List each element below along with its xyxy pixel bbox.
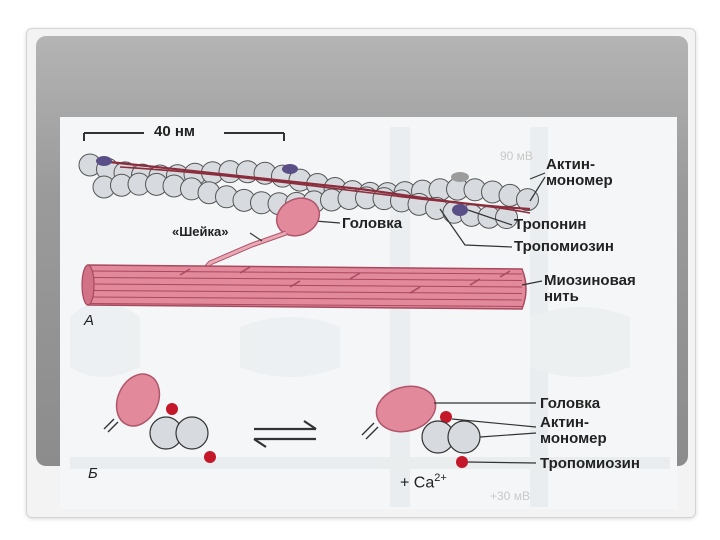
panel-label-b: Б [88, 465, 98, 482]
calcium-label: + Ca2+ [400, 470, 447, 491]
myosin-head-stub [289, 280, 301, 288]
panel-label-a: А [84, 312, 95, 329]
calcium-text: + Ca [400, 474, 435, 492]
calcium-charge: 2+ [434, 472, 447, 484]
myosin-striation [89, 303, 523, 307]
troponin-marker-2 [282, 164, 298, 174]
label-myosin-line2: нить [544, 288, 579, 305]
myosin-striation [89, 270, 523, 275]
label-troponin: Тропонин [514, 216, 587, 233]
equilibrium-arrows [253, 420, 317, 448]
myosin-head-stub [179, 268, 191, 276]
bottom-label-actin-line2: мономер [540, 430, 607, 447]
bottom-label-head: Головка [540, 395, 601, 412]
label-neck: «Шейка» [172, 224, 229, 239]
label-head: Головка [342, 215, 403, 232]
myosin-striation [89, 296, 523, 301]
scale-bar [83, 132, 285, 141]
actin-bead [516, 188, 539, 212]
label-actin-line2: мономер [546, 172, 613, 189]
label-actin-line1: Актин- [546, 156, 595, 173]
ghost-text: +30 мВ [490, 489, 530, 503]
myosin-filament [81, 264, 543, 310]
bottom-label-tropomyosin: Тропомиозин [540, 455, 640, 472]
scale-label: 40 нм [154, 123, 196, 140]
myosin-head-stub [469, 278, 481, 286]
actin-myosin-diagram [70, 127, 670, 507]
myosin-head-stub [239, 266, 251, 274]
troponin-marker-gray [451, 172, 469, 182]
myosin-striation [89, 277, 523, 281]
myosin-head-stub [499, 270, 511, 278]
myosin-head-stub [349, 272, 361, 280]
bottom-label-actin-line1: Актин- [540, 414, 589, 431]
myosin-striation [89, 290, 523, 294]
bottom-right-state [361, 385, 537, 468]
ghost-text: 90 мВ [500, 149, 533, 163]
diagram-image: 90 мВ +30 мВ 40 нм Актин- мономер Тропон… [60, 117, 677, 509]
leader-lines-top [314, 172, 546, 248]
bottom-left-state [103, 373, 216, 463]
troponin-marker-3 [452, 204, 468, 216]
myosin-head-top [275, 197, 321, 237]
myosin-striation [89, 283, 523, 288]
tropomyosin-strand-2 [119, 166, 531, 214]
label-tropomyosin: Тропомиозин [514, 238, 614, 255]
label-myosin-line1: Миозиновая [544, 272, 636, 289]
myosin-head-stub [409, 286, 421, 294]
troponin-marker-1 [96, 156, 112, 166]
